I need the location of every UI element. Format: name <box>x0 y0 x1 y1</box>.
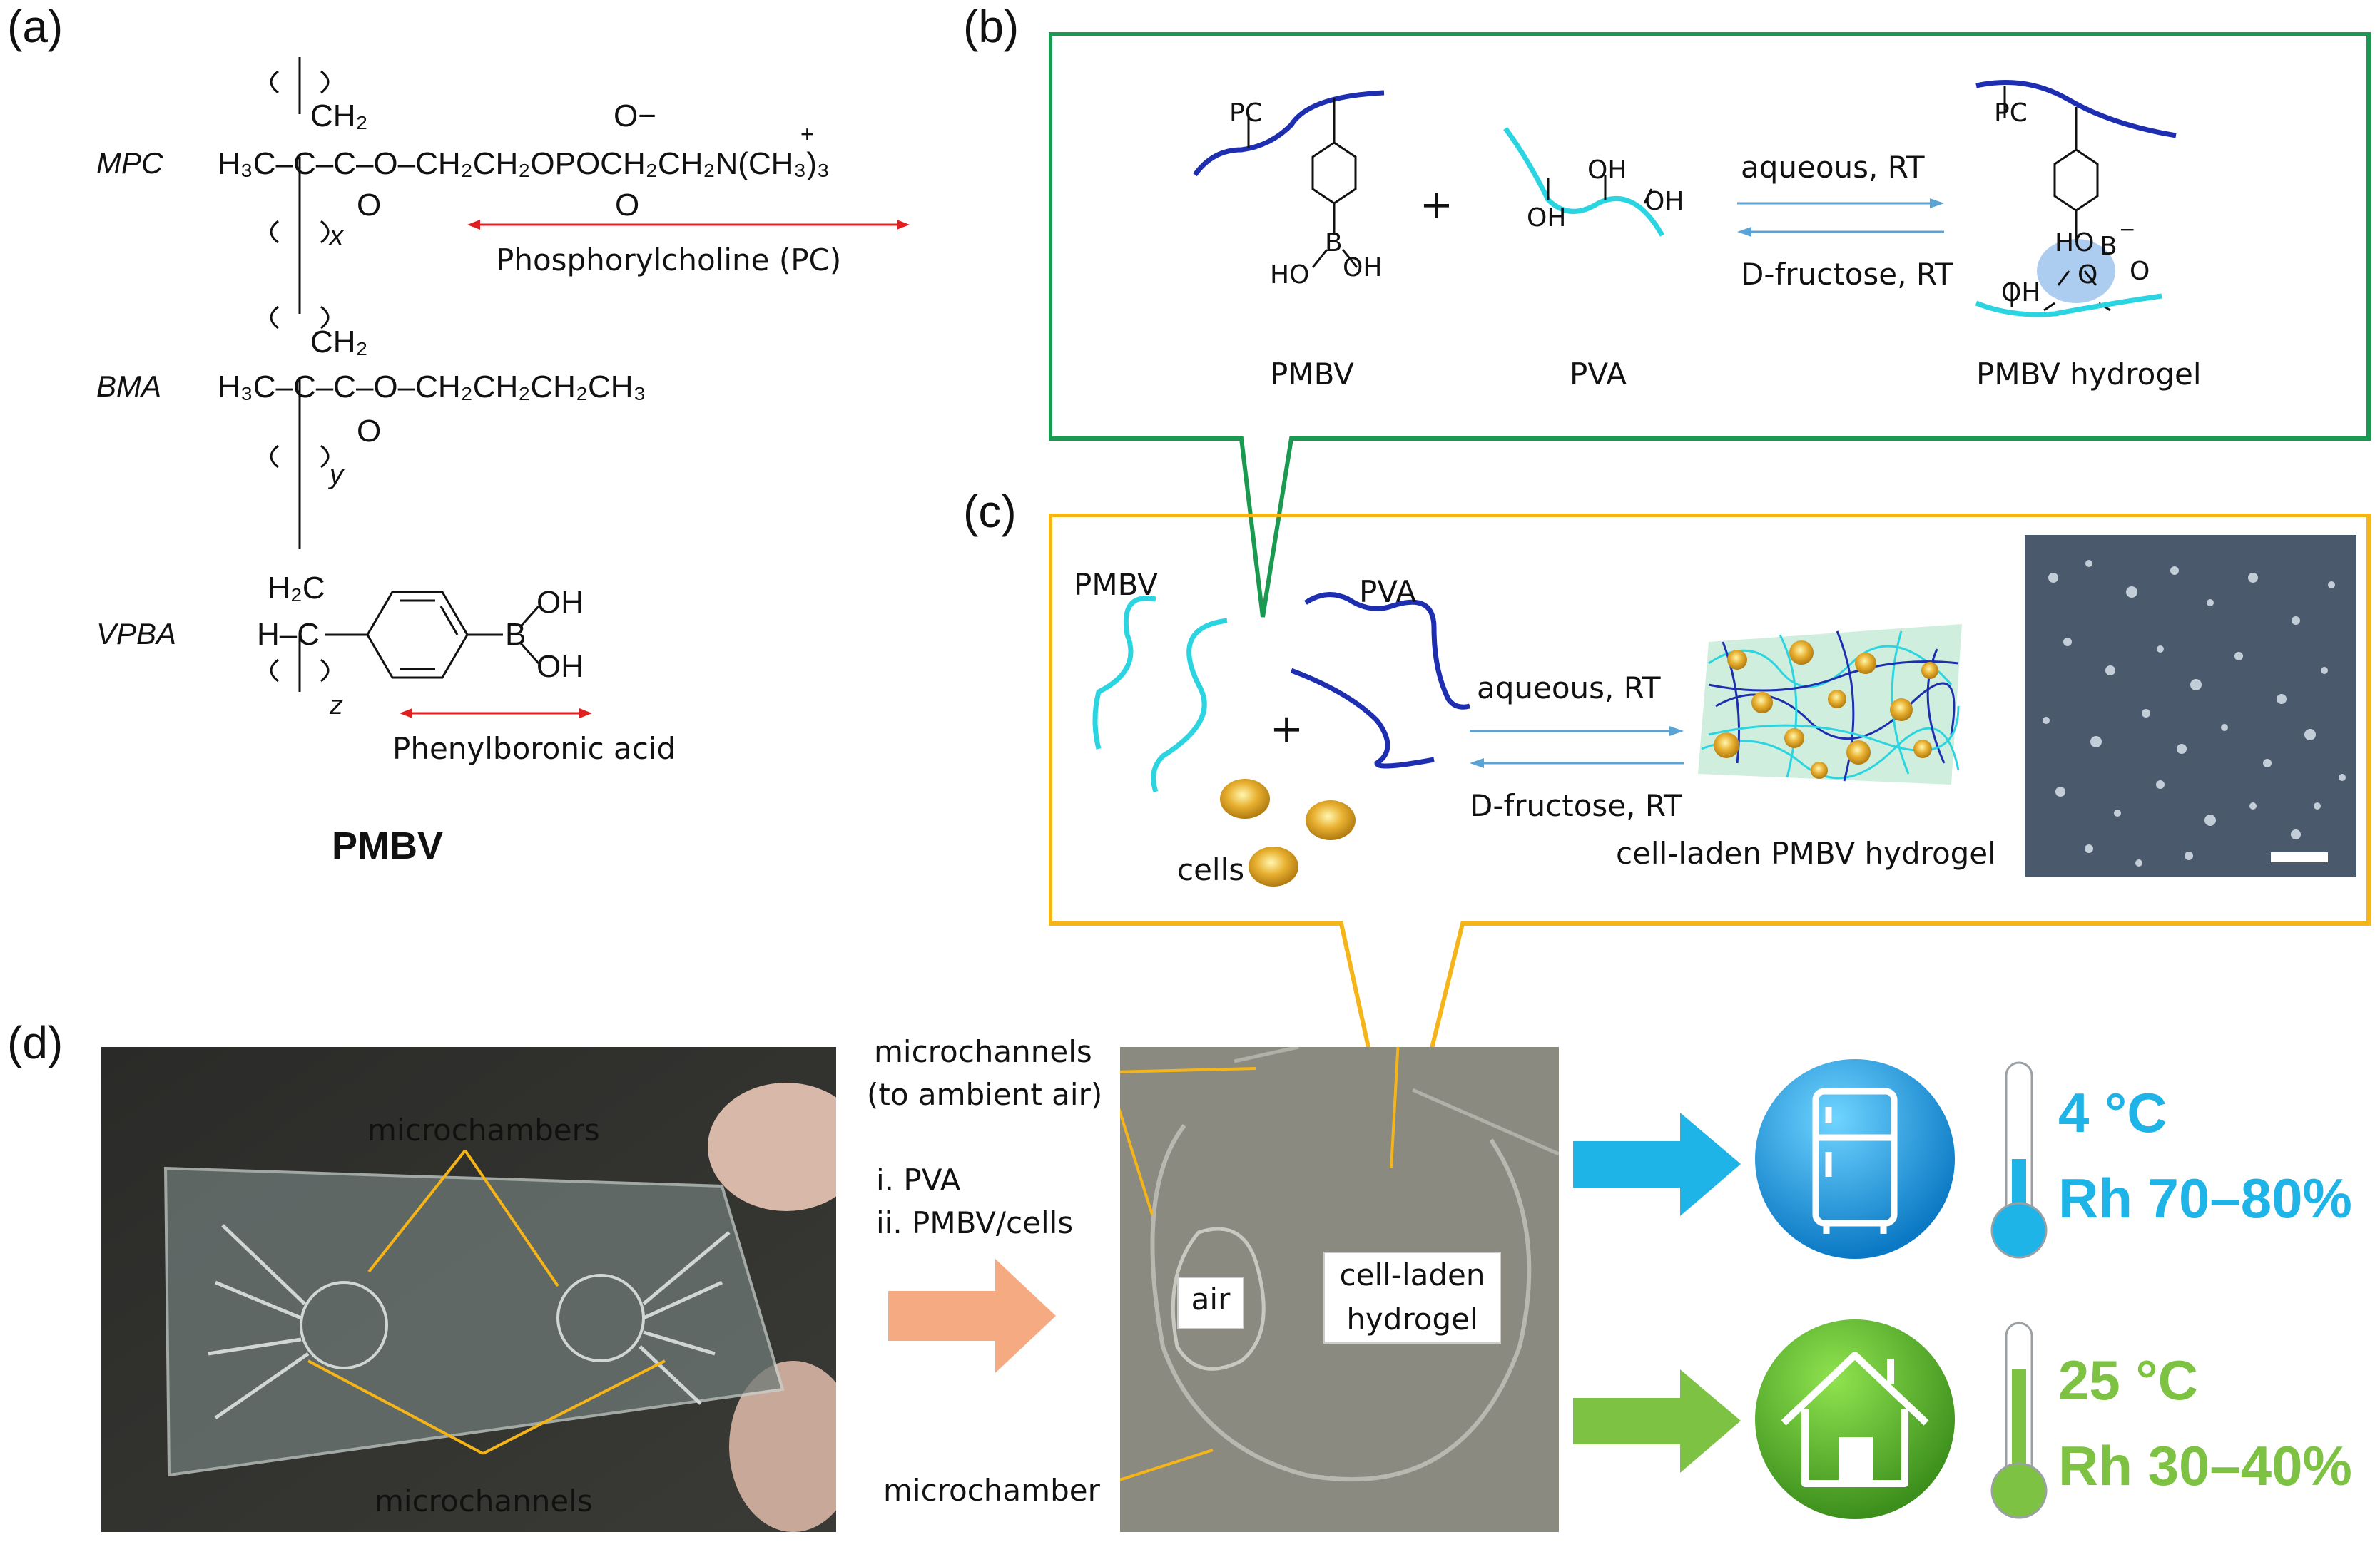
plus-c: + <box>1270 706 1303 752</box>
microchannels-label-top: microchannels <box>874 1034 1092 1069</box>
hydrogel-text: hydrogel <box>1346 1302 1478 1337</box>
pc-caption: Phosphorylcholine (PC) <box>496 242 842 277</box>
thermometer-icon-cold <box>1990 1061 2048 1259</box>
cold-arrow <box>1573 1113 1741 1216</box>
boron-left: B <box>1325 228 1343 257</box>
o-right-ester: O <box>2130 257 2150 286</box>
mpc-plus: + <box>800 121 814 147</box>
microchamber-label: microchamber <box>883 1473 1100 1508</box>
reverse-condition-c: D-fructose, RT <box>1470 788 1682 823</box>
bma-ch2: CH₂ <box>310 325 368 359</box>
polymer-backbone <box>270 57 330 692</box>
cold-humidity: Rh 70–80% <box>2058 1167 2352 1230</box>
vpba-boron: B <box>505 617 527 652</box>
benzene-ring <box>325 591 540 679</box>
panel-label-b: (b) <box>963 1 1019 52</box>
step-pmbv-cells-label: ii. PMBV/cells <box>876 1205 1074 1240</box>
vpba-label: VPBA <box>96 617 177 650</box>
micrograph-image <box>2025 535 2356 877</box>
hydrogel-structure-b <box>1975 80 2177 317</box>
y-subscript: y <box>330 460 343 490</box>
warm-humidity: Rh 30–40% <box>2058 1434 2352 1497</box>
bma-carbonyl-o: O <box>357 414 382 449</box>
cells-illustration <box>1220 779 1356 887</box>
process-arrow <box>888 1259 1056 1373</box>
pmbv-title: PMBV <box>332 824 444 867</box>
equilibrium-arrows-b <box>1737 198 1944 237</box>
boron-right: B <box>2100 232 2117 261</box>
forward-condition-c: aqueous, RT <box>1477 670 1661 705</box>
cell-laden-hydrogel-label: cell-laden PMBV hydrogel <box>1616 836 1996 871</box>
panel-label-c: (c) <box>963 486 1017 537</box>
ho-left: HO <box>1270 260 1310 290</box>
x-subscript: x <box>330 221 343 251</box>
pmbv-structure-b <box>1193 90 1385 268</box>
mpc-label: MPC <box>96 146 163 180</box>
vpba-oh-bottom: OH <box>536 649 584 684</box>
hydrogel-label-b: PMBV hydrogel <box>1976 357 2202 392</box>
house-icon <box>1755 1319 1955 1519</box>
mpc-o-minus: O− <box>614 98 656 133</box>
vpba-hc: H–C <box>257 617 320 652</box>
equilibrium-arrows-c <box>1470 726 1684 768</box>
reverse-condition-b: D-fructose, RT <box>1741 257 1953 292</box>
air-label-box: air <box>1177 1277 1244 1329</box>
pva-oh-2: OH <box>1587 155 1627 185</box>
pva-oh-3: OH <box>1644 187 1684 216</box>
hydrogel-oh: OH <box>2001 278 2041 307</box>
oh-left: OH <box>1343 253 1383 282</box>
mpc-carbonyl-o: O <box>357 188 382 223</box>
cell-laden-box: cell-laden hydrogel <box>1323 1252 1501 1344</box>
panel-label-d: (d) <box>7 1017 63 1068</box>
pc-tag-left: PC <box>1229 98 1263 128</box>
vpba-oh-top: OH <box>536 585 584 620</box>
cells-label: cells <box>1177 852 1245 887</box>
z-subscript: z <box>330 690 343 720</box>
boron-charge: − <box>2119 218 2136 241</box>
pmbv-label-c: PMBV <box>1074 567 1158 602</box>
bma-label: BMA <box>96 369 162 403</box>
pba-span-arrow <box>400 708 592 718</box>
pva-label-c: PVA <box>1359 574 1417 609</box>
pva-label-b: PVA <box>1570 357 1627 392</box>
pva-structure-b <box>1503 126 1665 237</box>
step-pva-label: i. PVA <box>876 1163 961 1198</box>
thermometer-icon-warm <box>1990 1322 2048 1519</box>
cell-laden-text: cell-laden <box>1339 1257 1485 1292</box>
bma-formula: H₃C–C–C–O–CH₂CH₂CH₂CH₃ <box>218 369 646 404</box>
pmbv-label-b: PMBV <box>1270 357 1354 392</box>
panel-b-callout <box>1049 32 2371 618</box>
chains-and-cells-c <box>1092 592 1470 793</box>
panel-label-a: (a) <box>7 1 63 52</box>
ho-right: HO <box>2055 228 2095 257</box>
o-left-ester: O <box>2078 260 2098 290</box>
hydrogel-network-c <box>1698 624 1962 785</box>
mpc-p-o: O <box>615 188 640 223</box>
to-ambient-air-label: (to ambient air) <box>867 1077 1103 1112</box>
mpc-formula: H₃C–C–C–O–CH₂CH₂OPOCH₂CH₂N(CH₃)₃ <box>218 146 830 181</box>
warm-temperature: 25 °C <box>2058 1349 2198 1411</box>
forward-condition-b: aqueous, RT <box>1741 150 1925 185</box>
microchannels-label-left: microchannels <box>375 1484 593 1518</box>
chip-photo <box>101 1047 836 1532</box>
cold-temperature: 4 °C <box>2058 1081 2167 1144</box>
pc-tag-right: PC <box>1994 98 2028 128</box>
pva-oh-1: OH <box>1527 203 1567 233</box>
warm-arrow <box>1573 1369 1741 1473</box>
pba-caption: Phenylboronic acid <box>392 731 676 766</box>
plus-b: + <box>1420 182 1453 228</box>
fridge-icon <box>1755 1059 1955 1259</box>
air-label: air <box>1191 1282 1231 1317</box>
vpba-h2c: H₂C <box>268 571 325 606</box>
microchambers-label: microchambers <box>367 1113 600 1148</box>
pc-span-arrow <box>467 220 910 230</box>
mpc-ch2: CH₂ <box>310 98 368 133</box>
